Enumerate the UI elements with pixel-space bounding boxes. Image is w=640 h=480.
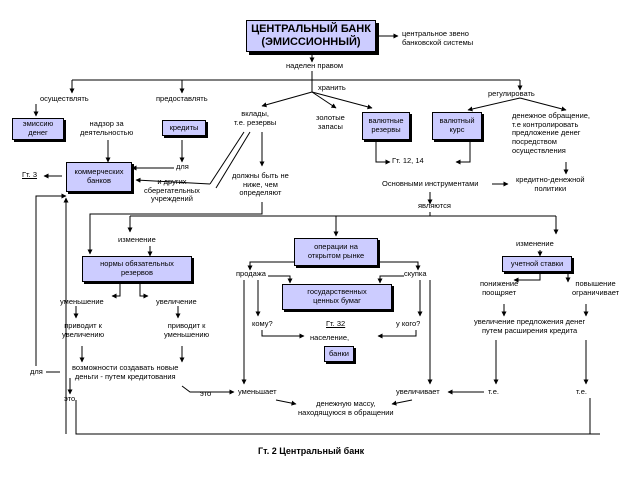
increases-label: увеличивает [396,387,440,396]
deposits-label: вклады, т.е. резервы [234,109,277,127]
credit-growth-label: увеличение предложения денег путем расши… [474,317,586,335]
emission-box: эмиссию денег [12,118,64,140]
empowered-label: наделен правом [286,61,344,70]
fx-reserves-box: валютные резервы [362,112,410,140]
gov-securities-box: государственных ценных бумаг [282,284,392,310]
banks-box: банки [324,346,354,362]
purchase-label: скупка [404,269,427,278]
figure-caption: Гт. 2 Центральный банк [258,446,365,456]
from-whom-label: у кого? [396,319,421,328]
arrow-money-regulation [519,97,567,112]
discount-rate-box: учетной ставки [502,256,572,272]
population-label: население, [310,333,350,342]
central-link-label: центральное звено банковской системы [402,29,474,47]
arrow-fx-reserves [311,91,373,110]
for-label: для [176,162,189,171]
fig-12-14-label: Гт. 12, 14 [392,156,424,165]
regulate-label: регулировать [488,89,535,98]
commercial-banks-box: коммерческих банков [66,162,132,192]
are-label: являются [418,201,451,210]
implement-label: осуществлять [40,94,89,103]
keep-label: хранить [318,83,346,92]
fx-rate-box: валютный курс [432,112,482,140]
arrow-fx-rate [467,97,521,112]
change-left-label: изменение [118,235,156,244]
leads-increase-label: приводит к увеличению [62,321,105,339]
money-supply-label: денежную массу, находящуюся в обращении [298,399,394,417]
reduces-label: уменьшает [238,387,277,396]
ability-label: возможности создавать новые деньги - пут… [72,363,179,381]
increase-label: увеличение [156,297,197,306]
fig32-label: Гт. 32 [326,319,346,328]
raising-label: повышение ограничивает [572,279,620,297]
gold-label: золотые запасы [316,113,345,131]
credits-box: кредиты [162,120,206,136]
central-bank-box: ЦЕНТРАЛЬНЫЙ БАНК (ЭМИССИОННЫЙ) [246,20,376,52]
connector-lines [33,33,600,435]
provide-label: предоставлять [156,94,208,103]
arrow-deposits [261,91,313,108]
ie2-label: т.е. [576,387,587,396]
not-lower-label: должны быть не ниже, чем определяют [232,171,289,198]
open-market-box: операции на открытом рынке [294,238,378,266]
lowering-label: понижение поощряет [480,279,519,297]
for2-label: для [30,367,43,376]
decrease-label: уменьшение [60,297,104,306]
main-tools-label: Основными инструментами [382,179,479,188]
change-right-label: изменение [516,239,554,248]
this1-label: это [200,389,212,398]
reserve-norms-box: нормы обязательных резервов [82,256,192,282]
money-regulation-label: денежное обращение, т.е контролировать п… [512,111,591,155]
fig3-label: Гт. 3 [22,170,38,179]
ie1-label: т.е. [488,387,499,396]
leads-decrease-label: приводит к уменьшению [164,321,210,339]
credit-policy-label: кредитно-денежной политики [516,175,585,193]
arrow-gold [311,91,337,109]
supervision-label: надзор за деятельностью [80,119,134,137]
this2-label: это [64,394,76,403]
arrow-deposits-banks [135,177,211,185]
other-savings-label: и других сберегательных учреждений [144,177,200,204]
sale-label: продажа [236,269,266,278]
to-whom-label: кому? [252,319,273,328]
